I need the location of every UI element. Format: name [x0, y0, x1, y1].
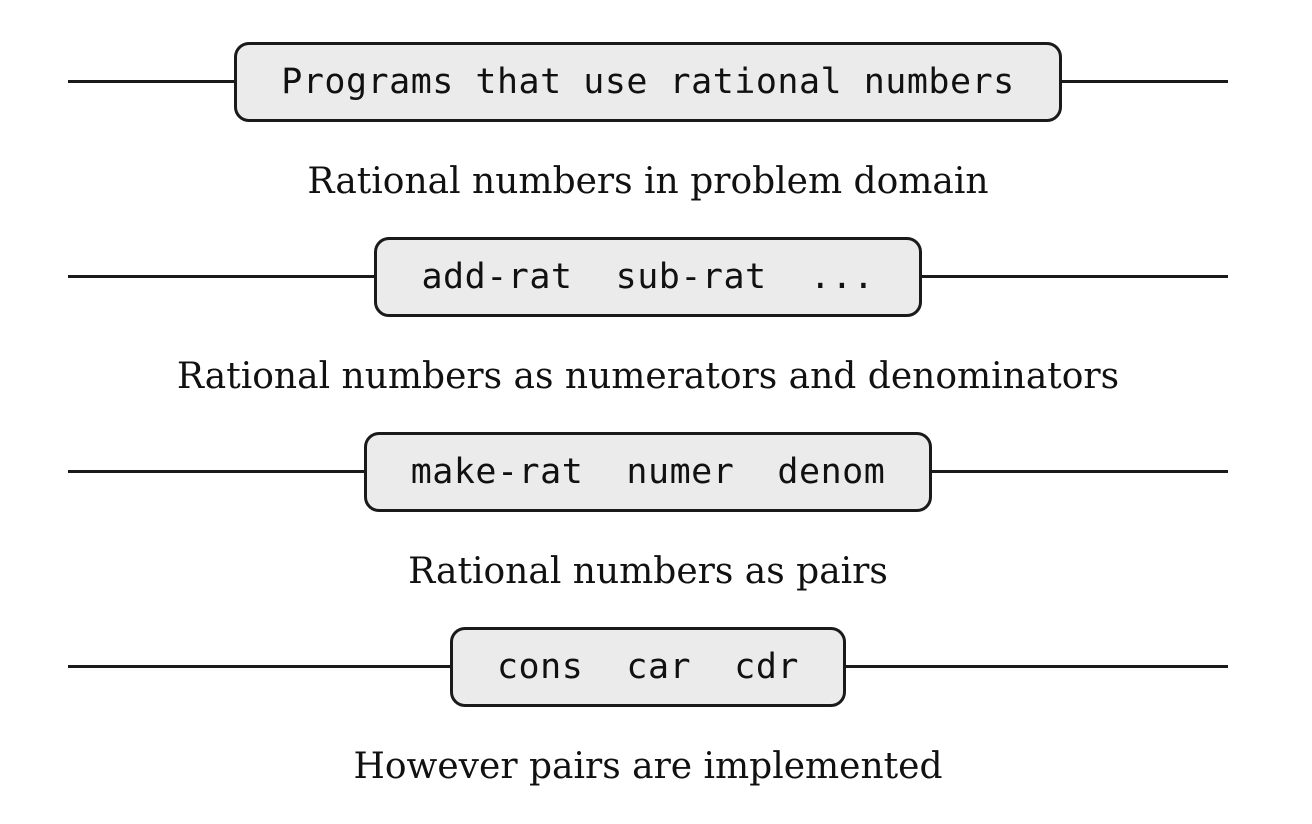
layer-caption-numerators-denominators: Rational numbers as numerators and denom… [176, 356, 1120, 397]
box-row-1: Programs that use rational numbers [68, 42, 1228, 122]
interface-box-constructors-selectors: make-rat numer denom [363, 432, 933, 512]
box-row-2: add-rat sub-rat ... [68, 237, 1228, 317]
interface-box-label-pair-primitives: cons car cdr [496, 647, 799, 687]
interface-box-label-programs: Programs that use rational numbers [281, 62, 1015, 102]
layer-caption-pair-implementation: However pairs are implemented [353, 746, 943, 787]
layer-caption-problem-domain: Rational numbers in problem domain [307, 161, 989, 202]
interface-box-label-rat-ops: add-rat sub-rat ... [421, 257, 875, 297]
layer-caption-pairs: Rational numbers as pairs [408, 551, 888, 592]
box-row-4: cons car cdr [68, 627, 1228, 707]
interface-box-pair-primitives: cons car cdr [449, 627, 846, 707]
interface-box-programs: Programs that use rational numbers [234, 42, 1062, 122]
interface-box-rat-ops: add-rat sub-rat ... [374, 237, 922, 317]
figure-canvas: Programs that use rational numbers Ratio… [68, 0, 1228, 824]
interface-box-label-constructors-selectors: make-rat numer denom [410, 452, 886, 492]
box-row-3: make-rat numer denom [68, 432, 1228, 512]
